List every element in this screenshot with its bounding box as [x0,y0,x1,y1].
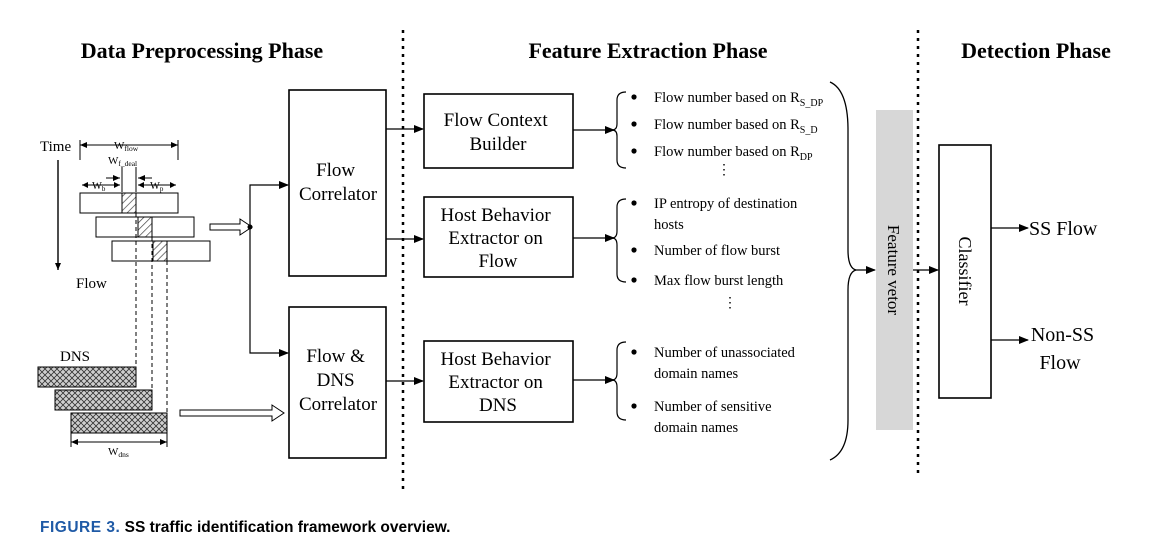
dns-window-3 [70,412,168,434]
time-label: Time [40,139,71,155]
phase-title-detection: Detection Phase [961,38,1111,63]
feature-item: Number of flow burst [654,243,780,259]
host-dns-features: Number of unassociated domain names Numb… [631,345,799,436]
non-ss-flow-output: Non-SS Flow [1031,324,1099,374]
flow-correlator-box [288,89,387,277]
host-behavior-dns-box [423,340,574,423]
figure-caption-text: SS traffic identification framework over… [124,519,451,536]
w-f-deal-label: Wf_deal [108,155,137,168]
dns-window-1 [37,366,137,388]
feature-vector-label: Feature vetor [884,225,903,315]
classifier-label: Classifier [955,237,975,306]
ss-flow-output: SS Flow [1029,218,1098,240]
big-brace [829,81,857,461]
branch-to-flow-dns-correlator [249,227,289,357]
flow-correlator-label: Flow Correlator [299,160,378,205]
feature-item: Number of sensitive domain names [654,399,775,436]
branch-to-flow-correlator [249,181,289,227]
context-features: Flow number based on RS_DP Flow number b… [631,90,824,178]
flow-label: Flow [76,276,107,292]
phase-title-preprocessing: Data Preprocessing Phase [81,38,324,63]
phase-title-extraction: Feature Extraction Phase [528,38,767,63]
host-behavior-flow-label: Host Behavior Extractor on Flow [440,205,555,272]
ellipsis-icon: ⋮ [717,163,731,178]
feature-item: IP entropy of destination hosts [654,196,801,233]
figure-caption: FIGURE 3. SS traffic identification fram… [40,519,451,537]
dns-window-2 [54,389,153,411]
host-behavior-flow-box [423,196,574,278]
brace-context [611,91,627,169]
classifier-box [938,144,992,399]
w-p-label: Wp [150,181,164,193]
dns-label: DNS [60,349,90,365]
flow-dns-correlator-box [288,306,387,459]
feature-vector-bar [876,110,913,430]
dns-input-hollow-arrow [179,404,285,422]
ellipsis-icon: ⋮ [723,296,737,311]
feature-item: Max flow burst length [654,273,784,289]
w-dns-label: Wdns [108,446,129,459]
flow-context-builder-label: Flow Context Builder [444,110,553,155]
w-b-label: Wb [92,181,106,193]
flow-context-builder-box [423,93,574,169]
figure-label: FIGURE 3. [40,519,121,536]
flow-input-hollow-arrow [209,218,253,236]
host-flow-features: IP entropy of destination hosts Number o… [631,196,801,311]
feature-item: Flow number based on RS_D [654,117,818,136]
brace-host-dns [611,341,627,421]
feature-item: Number of unassociated domain names [654,345,799,382]
feature-item: Flow number based on RS_DP [654,90,824,109]
brace-host-flow [611,198,627,283]
feature-item: Flow number based on RDP [654,144,813,163]
host-behavior-dns-label: Host Behavior Extractor on DNS [440,349,555,416]
w-flow-label: Wflow [114,140,139,153]
flow-dns-correlator-label: Flow & DNS Correlator [299,346,378,415]
